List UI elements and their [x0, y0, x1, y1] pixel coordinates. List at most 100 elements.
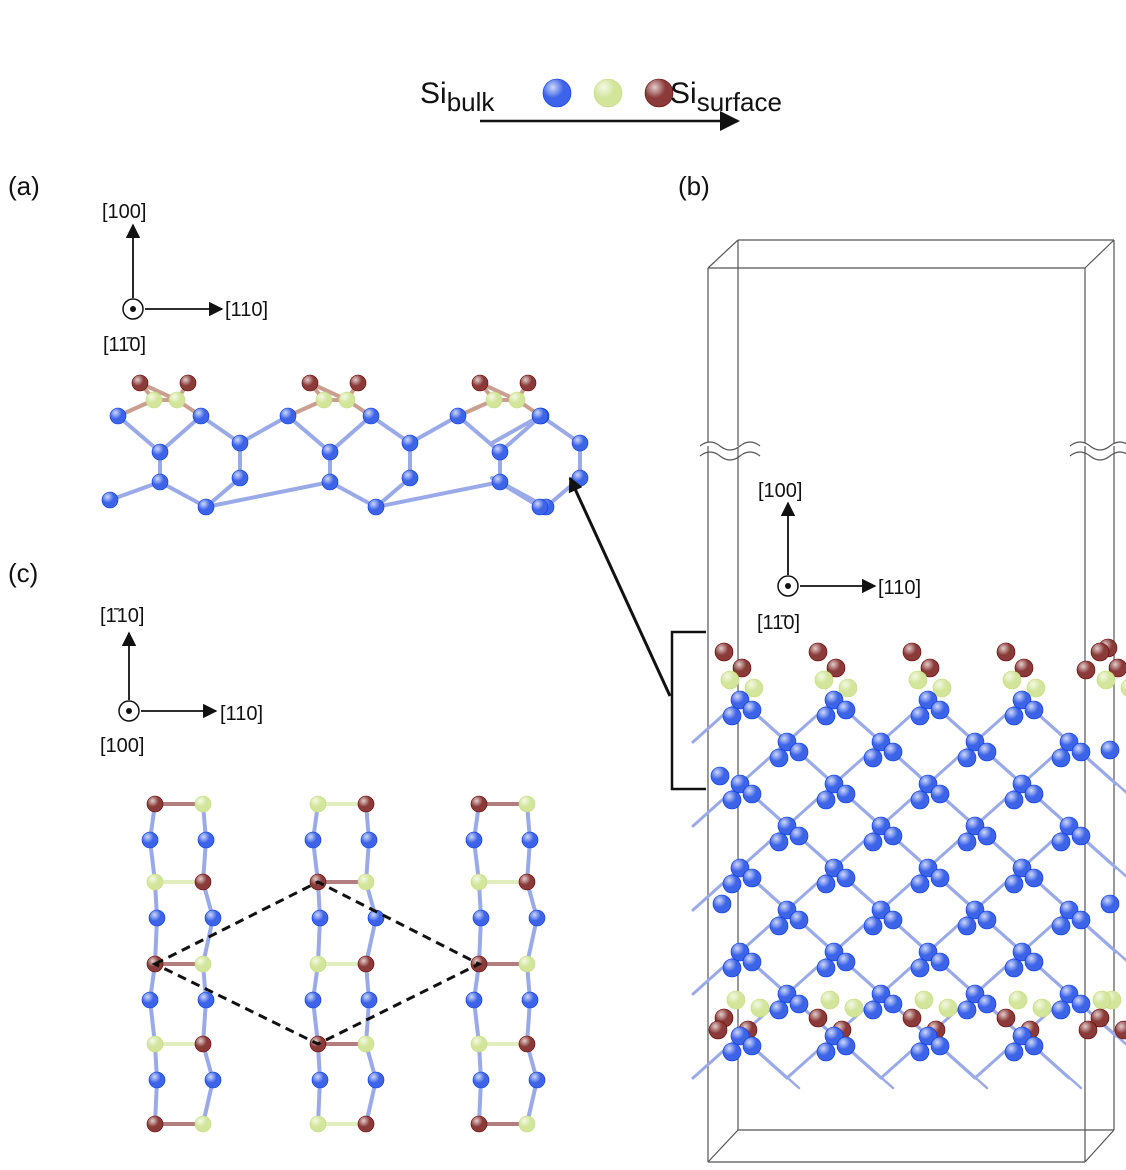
si-atom [712, 894, 732, 914]
si-atom [518, 795, 536, 813]
si-atom [910, 958, 930, 978]
si-atom [1059, 984, 1079, 1004]
si-atom [508, 391, 526, 409]
si-atom [1059, 900, 1079, 920]
si-atom [528, 1071, 546, 1089]
si-atom [769, 832, 789, 852]
si-atom [930, 868, 950, 888]
si-atom [349, 374, 367, 392]
bond [108, 480, 162, 502]
axis-break-mark [1069, 451, 1126, 461]
si-atom [101, 491, 119, 509]
bond [116, 414, 162, 454]
si-atom [315, 391, 333, 409]
bond [158, 480, 208, 509]
si-atom [1024, 868, 1044, 888]
si-atom [309, 795, 327, 813]
si-atom [918, 1026, 938, 1046]
si-atom [231, 434, 249, 452]
bond [750, 1044, 801, 1090]
si-atom [816, 874, 836, 894]
si-atom [1051, 1000, 1071, 1020]
si-atom [824, 1026, 844, 1046]
legend-atom [593, 78, 623, 108]
si-atom [710, 766, 730, 786]
panel-b-label: (b) [678, 171, 710, 201]
si-atom [472, 909, 490, 927]
si-atom [914, 990, 934, 1010]
si-atom [977, 910, 997, 930]
si-atom [965, 816, 985, 836]
si-atom [844, 998, 864, 1018]
axis-right-label: [110] [225, 299, 268, 321]
cell-edge [1084, 239, 1115, 269]
si-atom [1012, 858, 1032, 878]
si-atom [742, 952, 762, 972]
si-atom [808, 1008, 828, 1028]
si-atom [1051, 832, 1071, 852]
si-atom [231, 469, 249, 487]
si-atom [1096, 670, 1116, 690]
si-atom [204, 1071, 222, 1089]
bond [938, 1044, 989, 1090]
panel-a-label: (a) [8, 171, 40, 201]
si-atom [521, 991, 539, 1009]
si-atom [465, 991, 483, 1009]
si-atom [965, 900, 985, 920]
si-atom [836, 868, 856, 888]
si-atom [777, 900, 797, 920]
atoms [141, 795, 546, 1133]
si-atom [311, 1071, 329, 1089]
si-atom [918, 774, 938, 794]
axis-break-mark [699, 441, 761, 451]
si-atom [930, 784, 950, 804]
si-atom [519, 374, 537, 392]
si-atom [742, 868, 762, 888]
si-atom [910, 706, 930, 726]
si-atom [836, 952, 856, 972]
si-atom [730, 942, 750, 962]
si-atom [744, 678, 764, 698]
bond [1079, 918, 1126, 962]
bond [490, 414, 542, 445]
si-atom [742, 784, 762, 804]
si-atom [1014, 658, 1034, 678]
si-atom [491, 443, 509, 461]
si-atom [465, 831, 483, 849]
si-atom [730, 690, 750, 710]
axis-up-label: [100] [102, 201, 146, 223]
si-atom [902, 1008, 922, 1028]
si-atom [311, 909, 329, 927]
si-atom [1071, 826, 1091, 846]
si-atom [485, 391, 503, 409]
si-atom [146, 795, 164, 813]
si-atom [360, 991, 378, 1009]
si-atom [1059, 816, 1079, 836]
si-atom [714, 642, 734, 662]
si-atom [304, 991, 322, 1009]
si-atom [1026, 678, 1046, 698]
si-atom [357, 873, 375, 891]
si-atom [109, 407, 127, 425]
axis-out-label: [100] [100, 735, 144, 757]
si-atom [146, 1035, 164, 1053]
si-atom [148, 909, 166, 927]
si-atom [518, 1115, 536, 1133]
si-atom [449, 407, 467, 425]
si-atom [836, 784, 856, 804]
si-atom [777, 816, 797, 836]
si-atom [730, 858, 750, 878]
si-atom [1120, 679, 1126, 697]
panel-b-axes: [100] [110] [11̄0] [757, 480, 921, 634]
si-atom [518, 955, 536, 973]
si-atom [777, 732, 797, 752]
cell-edge [1084, 1129, 1115, 1163]
si-atom [470, 795, 488, 813]
si-atom [309, 955, 327, 973]
atoms [708, 638, 1126, 1062]
si-atom [470, 873, 488, 891]
si-atom [571, 434, 589, 452]
si-atom [742, 1036, 762, 1056]
panel-c-axes: [1̄10] [110] [100] [100, 605, 263, 757]
